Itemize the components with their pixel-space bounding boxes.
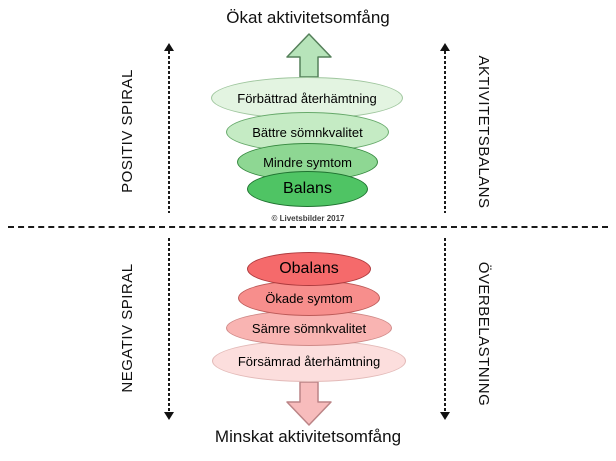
negative-ellipse-symptoms-label: Ökade symtom (265, 290, 353, 306)
positive-ellipse-balance-label: Balans (283, 180, 332, 197)
left-top-dashed-line (168, 51, 170, 213)
right-top-label: AKTIVITETSBALANS (475, 55, 492, 209)
positive-ellipse-symptoms-label: Mindre symtom (263, 154, 352, 170)
negative-ellipse-recovery-label: Försämrad återhämtning (237, 353, 381, 369)
left-top-label: POSITIV SPIRAL (119, 69, 136, 193)
positive-ellipse-balance: Balans (247, 171, 368, 207)
right-top-arrowhead-icon (440, 43, 450, 51)
left-bottom-label: NEGATIV SPIRAL (119, 263, 136, 393)
left-bottom-arrowhead-icon (164, 412, 174, 420)
negative-ellipse-recovery: Försämrad återhämtning (212, 340, 406, 382)
up-arrow-icon (286, 33, 332, 78)
left-bottom-dashed-line (168, 238, 170, 412)
up-arrow-shape (286, 33, 332, 78)
negative-ellipse-imbalance-label: Obalans (279, 260, 339, 277)
positive-ellipse-sleep-label: Bättre sömnkvalitet (252, 124, 363, 140)
top-title: Ökat aktivitetsomfång (226, 8, 390, 27)
right-bottom-label: ÖVERBELASTNING (475, 261, 492, 407)
down-arrow-icon (286, 381, 332, 426)
right-bottom-dashed-line (444, 238, 446, 412)
positive-ellipse-recovery-label: Förbättrad återhämtning (237, 90, 377, 106)
horizontal-dashed-divider (8, 226, 608, 228)
negative-ellipse-sleep: Sämre sömnkvalitet (226, 310, 392, 346)
down-arrow-shape (286, 381, 332, 426)
negative-ellipse-imbalance: Obalans (247, 252, 371, 286)
right-top-dashed-line (444, 51, 446, 213)
bottom-title: Minskat aktivitetsomfång (214, 427, 402, 446)
copyright-text: © Livetsbilder 2017 (271, 214, 345, 223)
right-bottom-arrowhead-icon (440, 412, 450, 420)
negative-ellipse-sleep-label: Sämre sömnkvalitet (251, 320, 367, 336)
negative-ellipse-symptoms: Ökade symtom (238, 280, 380, 316)
left-top-arrowhead-icon (164, 43, 174, 51)
